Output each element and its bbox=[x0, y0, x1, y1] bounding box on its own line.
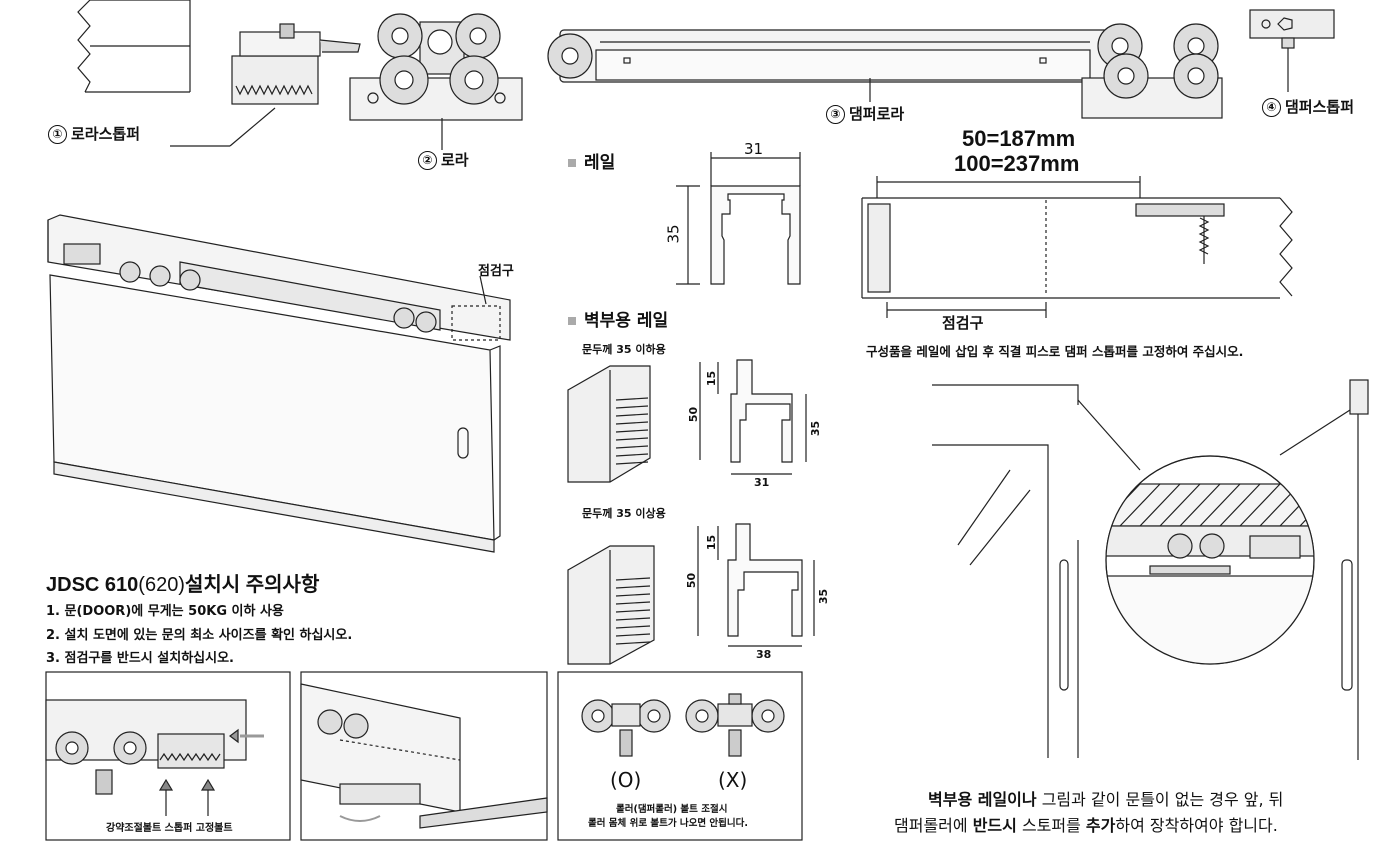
glass-door-detail-drawing bbox=[932, 379, 1369, 760]
dim-35-b: 35 bbox=[817, 588, 831, 605]
rail-section-view-drawing bbox=[861, 176, 1293, 318]
note-item-3: 3. 점검구를 반드시 설치하십시오. bbox=[46, 651, 234, 666]
dim-35-a: 35 bbox=[809, 420, 823, 437]
dimension-line-1: 50=187mm bbox=[962, 126, 1076, 151]
dim-15-a: 15 bbox=[705, 370, 719, 387]
rail-height-dimension: 35 bbox=[664, 224, 683, 244]
wall-rail-under35-drawing bbox=[567, 359, 807, 483]
roller-insert-drawing bbox=[300, 683, 548, 829]
stopper-adjustment-drawing bbox=[45, 699, 264, 816]
wall-rail-over35-caption: 문두께 35 이상용 bbox=[582, 507, 666, 520]
dimension-line-2: 100=237mm bbox=[954, 151, 1080, 176]
dim-15-b: 15 bbox=[705, 534, 719, 551]
panel3-ok-mark: (O) bbox=[610, 768, 642, 792]
panel3-caption-1: 롤러(댐퍼롤러) 볼트 조절시 bbox=[616, 804, 728, 815]
wall-rail-under35-caption: 문두께 35 이하용 bbox=[582, 343, 666, 356]
dim-50-b: 50 bbox=[685, 572, 699, 589]
dim-31-a: 31 bbox=[754, 476, 770, 489]
rail-profile-drawing bbox=[676, 152, 801, 285]
bolt-check-drawing bbox=[581, 693, 785, 757]
panel3-caption-2: 롤러 몸체 위로 볼트가 나오면 안됩니다. bbox=[588, 818, 748, 829]
note-item-2: 2. 설치 도면에 있는 문의 최소 사이즈를 확인 하십시오. bbox=[46, 628, 353, 643]
wall-rail-title: 벽부용 레일 bbox=[568, 306, 668, 331]
section-install-note: 구성품을 레일에 삽입 후 직결 피스로 댐퍼 스톱퍼를 고정하여 주십시오. bbox=[866, 344, 1244, 359]
inspection-hatch-label: 점검구 bbox=[478, 264, 514, 279]
damper-stopper-drawing bbox=[1249, 9, 1335, 92]
dim-50-a: 50 bbox=[687, 406, 701, 423]
rail-width-dimension: 31 bbox=[744, 140, 764, 158]
bottom-note-line-2: 댐퍼롤러에 반드시 스토퍼를 추가하여 장착하여야 합니다. bbox=[894, 816, 1278, 835]
door-rail-isometric-drawing bbox=[47, 214, 511, 553]
note-item-1: 1. 문(DOOR)에 무게는 50KG 이하 사용 bbox=[46, 604, 284, 619]
roller-stopper-drawing bbox=[170, 23, 361, 147]
dim-38-b: 38 bbox=[756, 648, 772, 661]
panel3-ng-mark: (X) bbox=[718, 768, 748, 792]
section-inspection-label: 점검구 bbox=[942, 314, 984, 332]
rail-title: 레일 bbox=[568, 148, 615, 173]
notes-title: JDSC 610(620)설치시 주의사항 bbox=[46, 574, 320, 596]
wall-rail-over35-drawing bbox=[567, 523, 815, 665]
panel1-bolt-label: 강약조절볼트 스톱퍼 고정볼트 bbox=[106, 823, 233, 834]
damper-roller-drawing bbox=[547, 23, 1223, 119]
wall-section-drawing bbox=[77, 0, 191, 93]
roller-drawing bbox=[349, 13, 523, 150]
bottom-note-line-1: 벽부용 레일이나 그림과 같이 문틀이 없는 경우 앞, 뒤 bbox=[928, 790, 1284, 809]
